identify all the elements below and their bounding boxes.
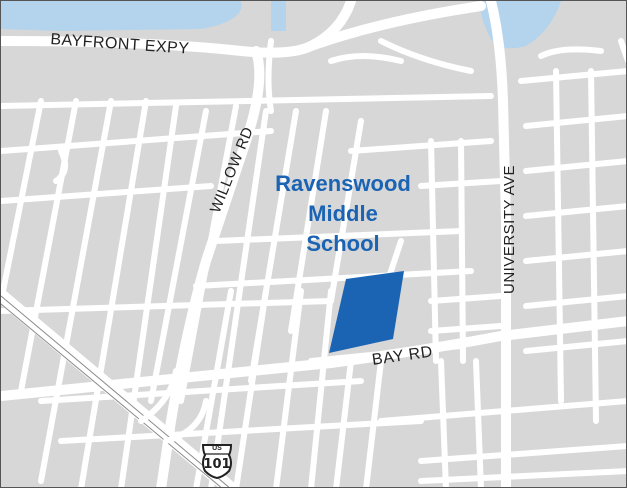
school-label-line-1: Ravenswood (275, 171, 411, 196)
road-bayfront-east (306, 1, 486, 51)
label-university-ave: UNIVERSITY AVE (501, 165, 518, 294)
us-highway-shield: US 101 (201, 443, 233, 479)
school-label: Ravenswood Middle School (243, 169, 443, 259)
highway-101 (1, 289, 238, 487)
shield-number: 101 (203, 457, 231, 472)
east-streets (378, 38, 626, 487)
school-label-line-2: Middle (308, 201, 378, 226)
school-parcel (329, 271, 404, 353)
road-university (486, 1, 511, 487)
water-bay-west (1, 1, 242, 31)
school-label-line-3: School (306, 231, 380, 256)
water-inlet (271, 1, 286, 31)
horizontal-streets (1, 93, 626, 484)
shield-prefix: US (212, 445, 222, 452)
road-willow (156, 46, 265, 487)
